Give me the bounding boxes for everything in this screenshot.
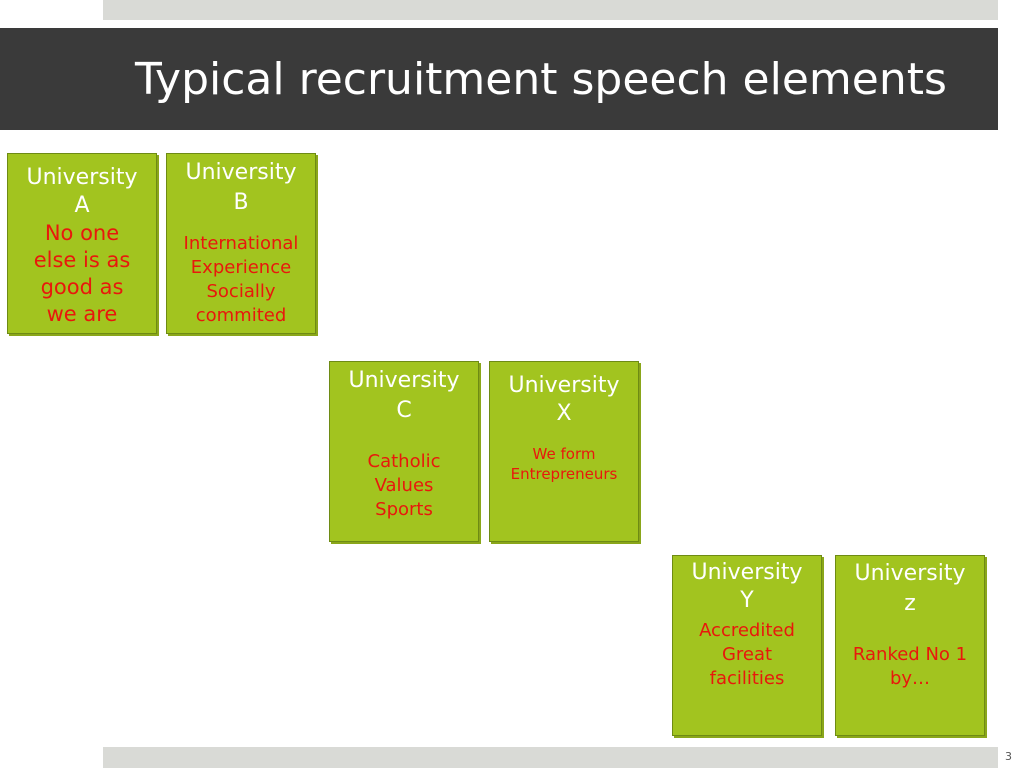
university-z-description: Ranked No 1 by… — [852, 644, 968, 689]
university-x-name: University X — [508, 373, 620, 426]
university-c-box: University C Catholic Values Sports — [329, 361, 479, 542]
university-y-name: University Y — [691, 560, 803, 613]
university-c-description: Catholic Values Sports — [367, 451, 441, 520]
page-number: 3 — [1005, 750, 1012, 763]
university-b-description: International Experience Socially commit… — [183, 233, 299, 326]
university-y-description: Accredited Great facilities — [699, 620, 795, 689]
university-z-box: University z Ranked No 1 by… — [835, 555, 985, 736]
university-z-name: University z — [854, 561, 966, 616]
university-x-description: We form Entrepreneurs — [510, 445, 618, 483]
slide-title: Typical recruitment speech elements — [135, 54, 947, 105]
university-a-description: No one else is as good as we are — [33, 221, 131, 326]
university-b-name: University B — [185, 160, 297, 215]
university-a-box: University A No one else is as good as w… — [7, 153, 157, 334]
university-a-name: University A — [26, 165, 138, 218]
top-decoration-strip — [103, 0, 998, 20]
university-y-box: University Y Accredited Great facilities — [672, 555, 822, 736]
university-b-box: University B International Experience So… — [166, 153, 316, 334]
university-x-box: University X We form Entrepreneurs — [489, 361, 639, 542]
title-bar — [0, 28, 998, 130]
bottom-decoration-strip — [103, 747, 998, 768]
university-c-name: University C — [348, 368, 460, 423]
